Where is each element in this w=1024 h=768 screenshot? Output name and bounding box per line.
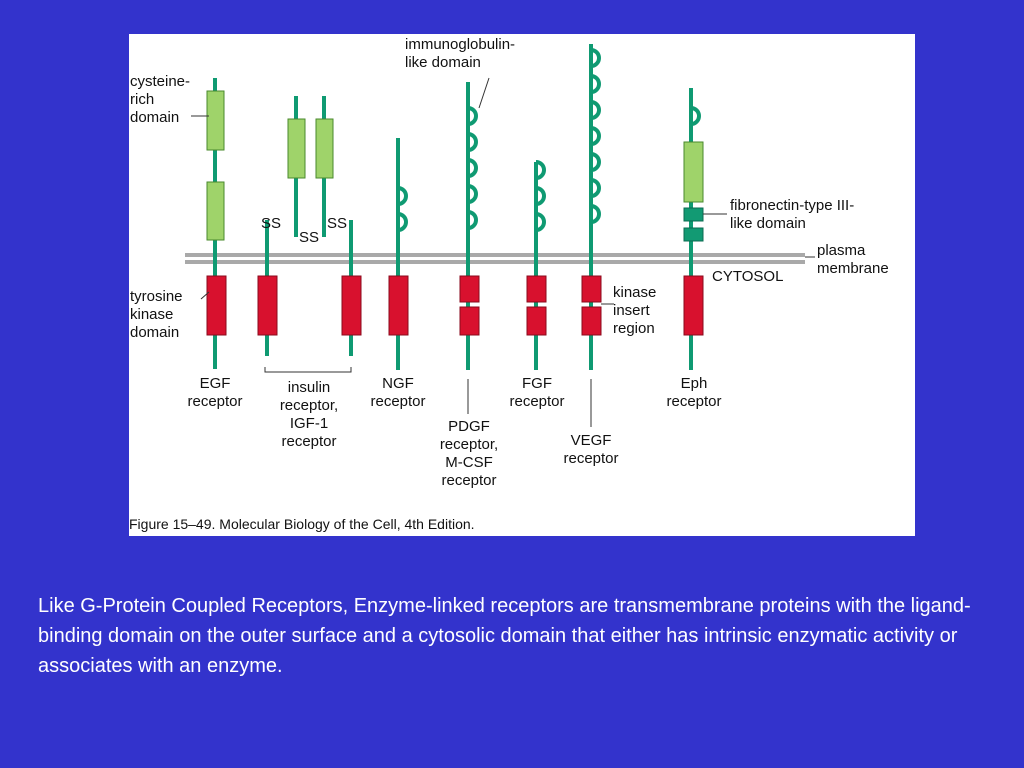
fgf-ig-loop-2 [535, 186, 546, 206]
fgf-ig-loop-3 [535, 212, 546, 232]
insulin-cysteine-domain-left [287, 118, 306, 179]
vegf-ig-loop-1 [590, 48, 601, 68]
pdgf-ig-loop-1 [467, 106, 478, 126]
tyrosine-kinase-domain-label: tyrosine kinase domain [130, 288, 183, 341]
eph-receptor-label: Eph receptor [666, 375, 722, 410]
egf-cysteine-domain-1 [206, 90, 225, 151]
eph-kinase-domain [683, 275, 704, 336]
insulin-cysteine-domain-right [315, 118, 334, 179]
pdgf-kinase-domain-2 [459, 306, 480, 336]
ngf-kinase-domain [388, 275, 409, 336]
disulfide-label-1: SS [261, 215, 282, 232]
ig-leader [478, 77, 490, 109]
eph-cysteine-domain [683, 141, 704, 203]
kinase-leader [200, 291, 210, 300]
receptor-figure: cysteine- rich domain tyrosine kinase do… [129, 34, 915, 536]
vegf-kinase-domain-1 [581, 275, 602, 303]
immunoglobulin-like-domain-label: immunoglobulin- like domain [405, 36, 516, 71]
insulin-kinase-domain-right [341, 275, 362, 336]
egf-cysteine-domain-2 [206, 181, 225, 241]
eph-ig-loop-1 [690, 106, 701, 126]
fgf-receptor-label: FGF receptor [509, 375, 565, 410]
slide-body-text: Like G-Protein Coupled Receptors, Enzyme… [38, 595, 971, 677]
disulfide-label-3: SS [327, 215, 348, 232]
ngf-ig-loop-2 [397, 212, 408, 232]
eph-fibronectin-domain-1 [683, 207, 704, 222]
pdgf-kinase-domain-1 [459, 275, 480, 303]
vegf-ig-loop-4 [590, 126, 601, 146]
insulin-kinase-domain-left [257, 275, 278, 336]
vegf-ig-loop-6 [590, 178, 601, 198]
fgf-ig-loop-1 [535, 160, 546, 180]
cysteine-rich-domain-label: cysteine- rich domain [130, 73, 191, 126]
egf-kinase-domain [206, 275, 227, 336]
ngf-receptor-label: NGF receptor [370, 375, 426, 410]
pdgf-ig-loop-4 [467, 184, 478, 204]
fgf-kinase-domain-2 [526, 306, 547, 336]
plasma-membrane [185, 253, 805, 264]
vegf-kinase-domain-2 [581, 306, 602, 336]
fibronectin-domain-label: fibronectin-type III- like domain [730, 197, 855, 232]
figure-caption: Figure 15–49. Molecular Biology of the C… [129, 516, 475, 532]
vegf-ig-loop-5 [590, 152, 601, 172]
insulin-receptor-label: insulin receptor, IGF-1 receptor [279, 379, 339, 450]
pdgf-ig-loop-3 [467, 158, 478, 178]
cytosol-label: CYTOSOL [712, 268, 784, 285]
vegf-receptor-label: VEGF receptor [563, 432, 619, 467]
pdgf-ig-loop-2 [467, 132, 478, 152]
plasma-membrane-label: plasma membrane [817, 242, 889, 277]
vegf-ig-loop-7 [590, 204, 601, 224]
vegf-ig-loop-3 [590, 100, 601, 120]
pdgf-receptor-label: PDGF receptor, M-CSF receptor [439, 418, 499, 489]
disulfide-label-2: SS [299, 229, 320, 246]
kinase-insert-region-label: kinase insert region [613, 284, 657, 337]
receptor-diagram [185, 44, 815, 427]
insulin-bracket [264, 367, 352, 373]
eph-fibronectin-domain-2 [683, 227, 704, 242]
vegf-ig-loop-2 [590, 74, 601, 94]
egf-receptor-label: EGF receptor [187, 375, 243, 410]
ngf-ig-loop-1 [397, 186, 408, 206]
pdgf-ig-loop-5 [467, 210, 478, 230]
fgf-kinase-domain-1 [526, 275, 547, 303]
